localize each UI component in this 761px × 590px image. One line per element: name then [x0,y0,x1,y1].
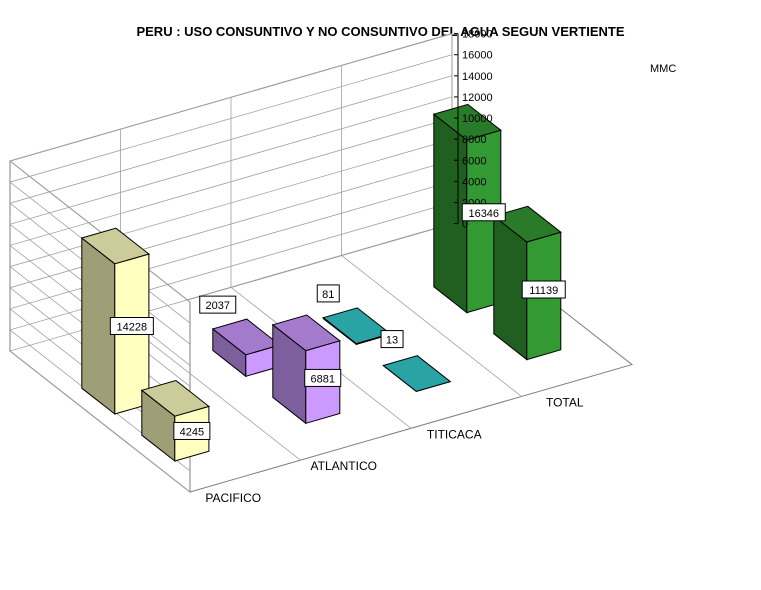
bar-top [382,355,452,392]
bar-top [492,205,562,243]
bar-top [80,227,150,265]
svg-text:6881: 6881 [311,373,335,385]
y-tick-label: 8000 [462,134,486,146]
category-label: TITICACA [427,427,482,441]
data-label: 81 [316,284,340,303]
data-label: 11139 [521,280,566,299]
bar-top [432,103,502,141]
bar-top [140,379,210,417]
floor-divider [341,255,522,397]
y-tick-label: 18000 [462,29,493,41]
data-label: 6881 [304,368,342,387]
bar-total-1 [432,103,502,314]
data-label: 16346 [461,203,506,222]
bar-top [322,307,392,345]
svg-text:4245: 4245 [180,426,204,438]
y-axis-label: MMC [650,63,676,75]
y-tick-label: 16000 [462,50,493,62]
chart-title: PERU : USO CONSUNTIVO Y NO CONSUNTIVO DE… [136,24,625,39]
gridline [9,202,453,472]
svg-text:14228: 14228 [117,322,148,334]
category-label: TOTAL [546,396,584,410]
category-label: ATLANTICO [311,459,377,473]
y-tick-label: 0 [462,219,468,231]
y-tick-label: 12000 [462,92,493,104]
category-label: PACIFICO [205,491,261,505]
category-labels: PACIFICO ATLANTICO TITICACA TOTAL [205,396,583,506]
y-tick-label: 14000 [462,71,493,83]
y-tick-label: 6000 [462,155,486,167]
bar-atlantico-1 [211,318,281,378]
bar-top [211,318,281,356]
bar-top [271,314,341,352]
svg-text:2037: 2037 [206,300,230,312]
svg-text:13: 13 [386,335,398,347]
data-label: 4245 [173,421,211,440]
data-label: 14228 [109,317,154,336]
svg-text:16346: 16346 [468,208,499,220]
floor-divider [120,318,301,461]
y-tick-label: 10000 [462,113,493,125]
svg-text:81: 81 [322,289,334,301]
svg-text:11139: 11139 [529,285,558,297]
bar-titicaca-1 [322,307,392,346]
bars [80,103,562,463]
bar-titicaca-0 [382,355,452,392]
bar-pacifico-0 [140,379,210,463]
data-label: 2037 [199,295,237,314]
data-labels: 16346 81 2037 14228 11139 6881 4245 13 [109,203,566,440]
y-tick-label: 4000 [462,176,486,188]
gridline [9,223,453,493]
y-axis: 0200040006000800010000120001400016000180… [454,29,493,231]
data-label-extra: 13 [380,330,404,349]
